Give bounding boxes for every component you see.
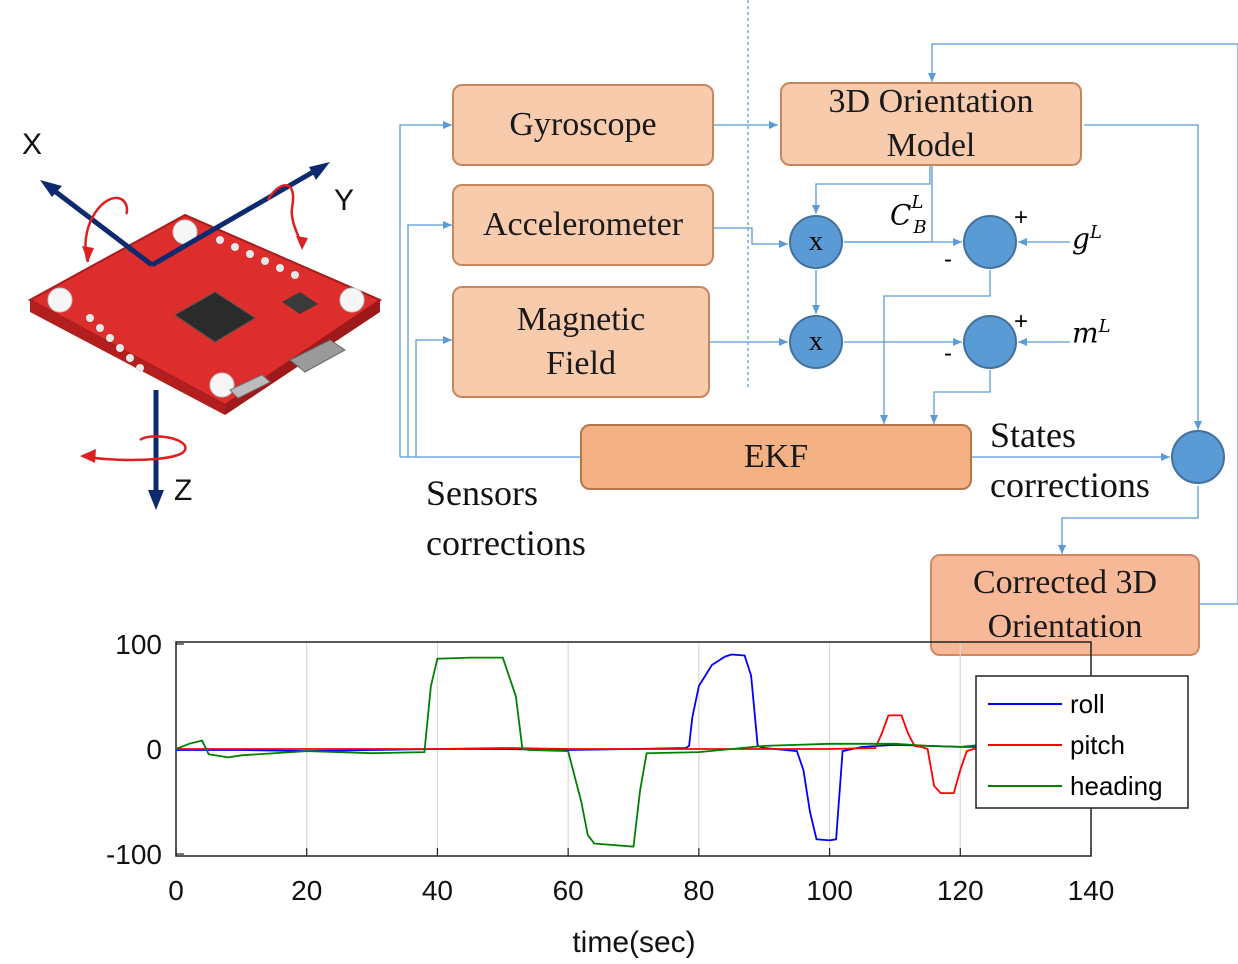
x-tick-label: 140 [1068,875,1115,906]
z-axis-label: Z [174,474,193,507]
orientation-model-label-line1: 3D Orientation [828,83,1034,120]
corrected-orientation-block: Corrected 3D Orientation [930,554,1200,656]
gravity-symbol: gL [1072,222,1102,256]
x-tick-label: 0 [168,875,184,906]
x-tick-label: 60 [553,875,584,906]
y-tick-label: 100 [115,629,162,660]
multiplier-accel-symbol: x [809,226,823,257]
x-tick-label: 100 [806,875,853,906]
x-tick-label: 20 [291,875,322,906]
x-rotation-arrow [84,196,129,263]
plus-sign-gravity: + [1014,204,1029,231]
y-axis-arrow [150,165,322,268]
legend-label-pitch: pitch [1070,730,1125,760]
z-rotation-arrow [81,435,187,462]
x-tick-label: 40 [422,875,453,906]
legend-label-heading: heading [1070,771,1163,801]
x-axis-label: X [22,128,43,161]
dcm-symbol: CLB [890,192,927,238]
x-tick-label: 80 [683,875,714,906]
plus-sign-magnetic: + [1014,308,1029,335]
x-axis-title: time(sec) [572,926,695,959]
series-line-pitch [176,714,993,794]
y-tick-label: 0 [146,734,162,765]
gyroscope-label: Gyroscope [509,106,657,143]
corrected-orientation-line1: Corrected 3D [972,564,1158,601]
summing-junction-magnetic [963,315,1017,369]
sensors-corrections-label: Sensors corrections [426,473,586,563]
series-line-heading [175,656,994,848]
summing-junction-gravity [963,215,1017,269]
magnetic-ref-symbol: mL [1072,316,1111,350]
minus-sign-magnetic: - [944,340,952,367]
accelerometer-block: Accelerometer [452,184,714,266]
multiplier-mag-symbol: x [809,326,823,357]
imu-chip [174,291,256,343]
legend-label-roll: roll [1070,689,1105,719]
orientation-model-block: 3D Orientation Model [780,82,1082,166]
x-tick-label: 120 [937,875,984,906]
states-corrections-label: States corrections [990,415,1150,505]
multiplier-accel: x [789,215,843,269]
gyroscope-block: Gyroscope [452,84,714,166]
magnetic-field-label-line2: Field [546,345,616,382]
imu-board-illustration [27,162,383,510]
y-tick-label: -100 [106,839,162,870]
y-axis-label: Y [334,184,355,217]
legend: roll pitch heading [975,675,1189,809]
corrected-orientation-line2: Orientation [987,608,1143,645]
minus-sign-gravity: - [944,246,952,273]
ekf-label: EKF [743,438,809,475]
magnetic-field-label-line1: Magnetic [516,301,646,338]
accelerometer-label: Accelerometer [482,206,684,243]
series-line-roll [176,653,993,842]
x-axis-arrow [46,184,154,267]
orientation-model-label-line2: Model [886,127,976,164]
multiplier-mag: x [789,315,843,369]
summing-junction-states [1171,430,1225,484]
ekf-block: EKF [580,424,972,490]
magnetic-field-block: Magnetic Field [452,286,710,398]
